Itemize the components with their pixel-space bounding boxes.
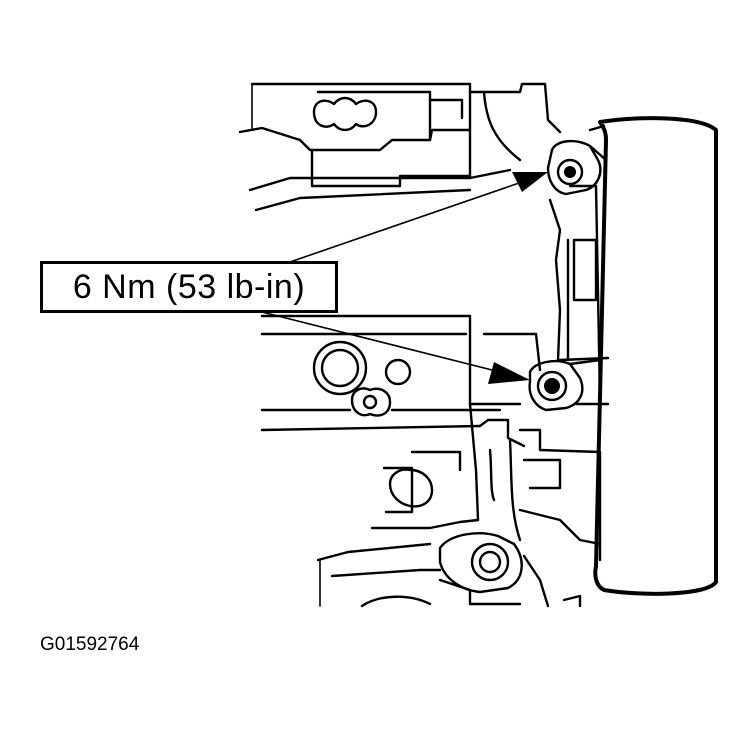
lower-arrowhead	[488, 362, 530, 384]
figure-id: G01592764	[40, 634, 140, 655]
engine-block-middle	[260, 314, 542, 432]
lower-mount-boss	[319, 532, 582, 608]
upper-bolt	[546, 139, 608, 196]
upper-arrowhead	[512, 172, 548, 192]
leader-arrows	[261, 172, 548, 384]
engine-block-lower	[316, 402, 602, 562]
upper-casting	[238, 82, 562, 212]
torque-callout: 6 Nm (53 lb-in)	[40, 261, 338, 313]
lower-bolt	[528, 358, 610, 412]
timing-belt-cover	[548, 116, 718, 596]
